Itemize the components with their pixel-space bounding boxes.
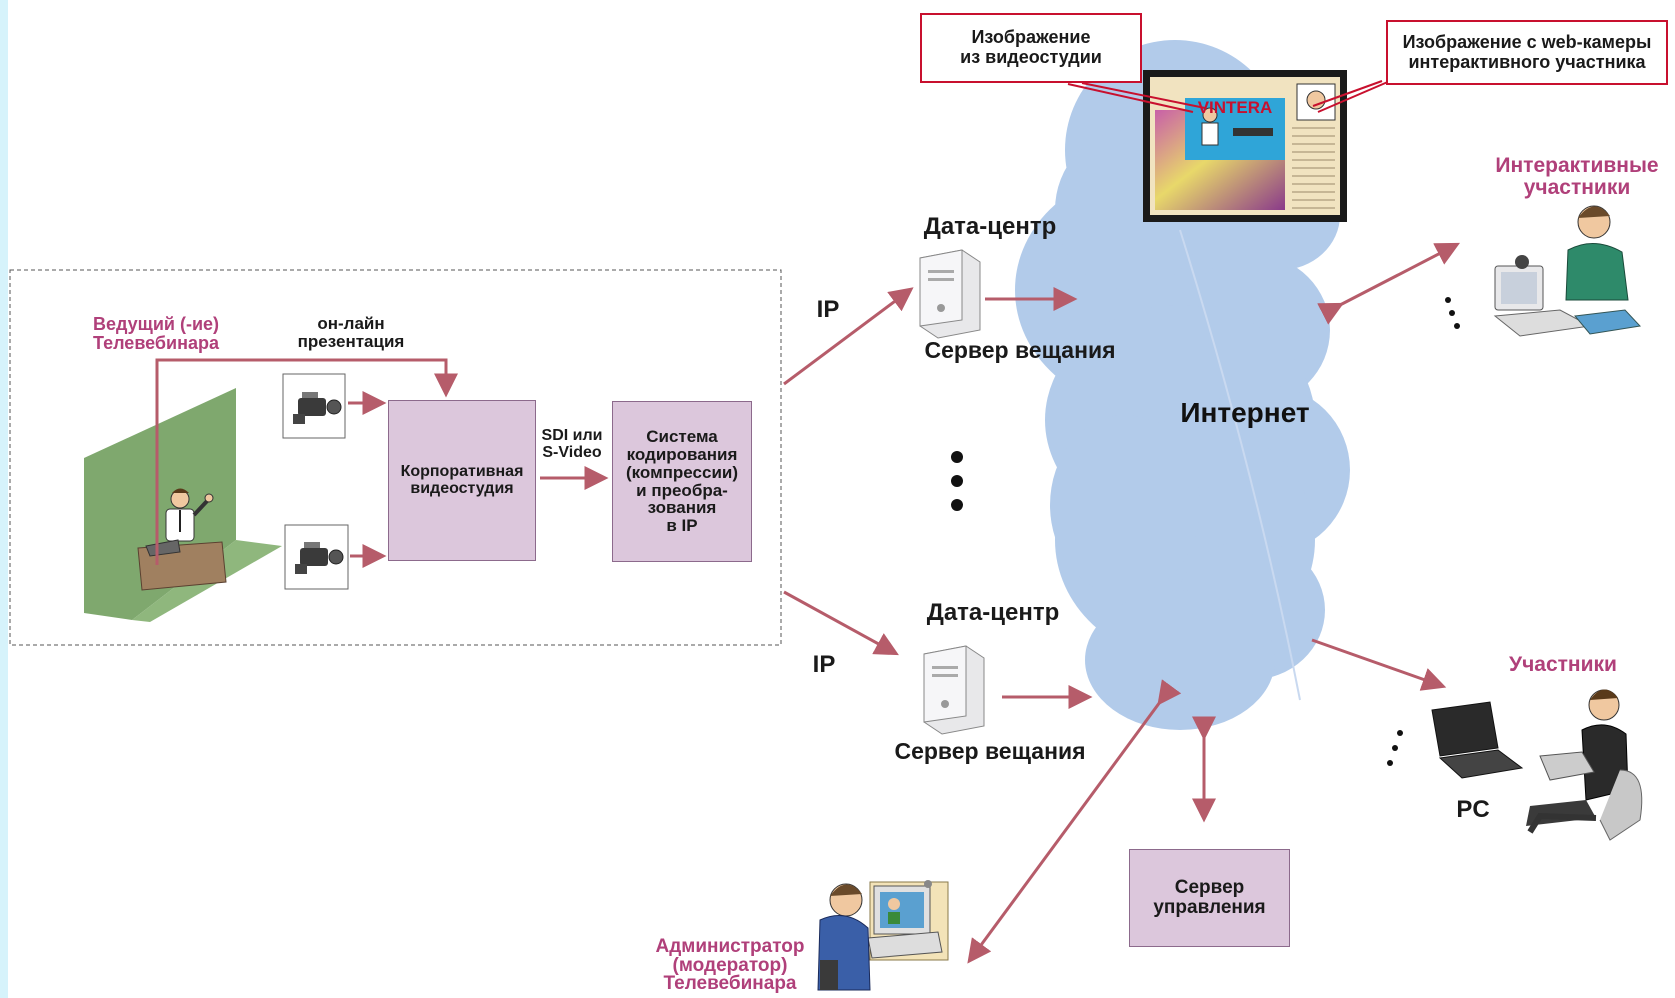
video-camera-icon xyxy=(284,524,349,590)
left-edge-strip xyxy=(0,0,8,998)
internet-label: Интернет xyxy=(1180,397,1310,428)
callout-studio-image: Изображение из видеостудии xyxy=(920,13,1142,83)
encoding-system-label: Система кодирования (компрессии) и преоб… xyxy=(625,426,739,536)
participant-with-webcam-icon xyxy=(1493,205,1642,337)
ellipsis-dots xyxy=(951,451,963,511)
ellipsis-dots xyxy=(1387,730,1403,766)
presenter-person-icon xyxy=(137,488,227,591)
callout-pointers xyxy=(1067,80,1391,113)
broadcast-server-label-top: Сервер вещания xyxy=(924,337,1116,363)
host-label: Ведущий (-ие) Телевебинара xyxy=(92,314,220,353)
corporate-videostudio-box: Корпоративная видеостудия xyxy=(388,400,536,561)
datacenter-title-top: Дата-центр xyxy=(923,213,1057,240)
ip-label-top: IP xyxy=(816,296,840,323)
datacenter-title-bottom: Дата-центр xyxy=(926,599,1060,626)
server-tower-icon xyxy=(919,249,981,339)
tv-logo: VINTERA xyxy=(1197,98,1273,117)
sdi-label: SDI или S-Video xyxy=(541,427,603,461)
studio-frame xyxy=(9,269,782,646)
studio-arrows xyxy=(155,358,609,568)
administrator-at-computer-icon xyxy=(817,880,949,991)
cloud-highlight-line xyxy=(1179,229,1301,701)
server-tower-icon xyxy=(923,645,985,735)
participant-with-laptop-icon xyxy=(1431,689,1643,841)
participants-label: Участники xyxy=(1509,653,1617,676)
online-presentation-label: он-лайн презентация xyxy=(297,314,405,351)
internet-arrows xyxy=(967,242,1460,964)
callout-webcam-image-text: Изображение с web-камеры интерактивного … xyxy=(1402,31,1652,72)
broadcast-server-label-bottom: Сервер вещания xyxy=(894,738,1086,764)
administrator-label: Администратор (модератор) Телевебинара xyxy=(655,936,805,995)
encoding-system-box: Система кодирования (компрессии) и преоб… xyxy=(612,401,752,562)
control-server-label: Сервер управления xyxy=(1153,877,1266,918)
tv-screen-icon xyxy=(1143,70,1347,222)
callout-studio-image-text: Изображение из видеостудии xyxy=(960,27,1102,67)
corporate-videostudio-label: Корпоративная видеостудия xyxy=(400,462,524,497)
ellipsis-dots xyxy=(1445,297,1460,329)
interactive-participants-label: Интерактивные участники xyxy=(1495,154,1659,200)
control-server-box: Сервер управления xyxy=(1129,849,1290,947)
ip-label-bottom: IP xyxy=(812,651,836,678)
video-camera-icon xyxy=(282,373,346,439)
pc-label: PC xyxy=(1456,796,1490,823)
callout-webcam-image: Изображение с web-камеры интерактивного … xyxy=(1386,20,1668,85)
